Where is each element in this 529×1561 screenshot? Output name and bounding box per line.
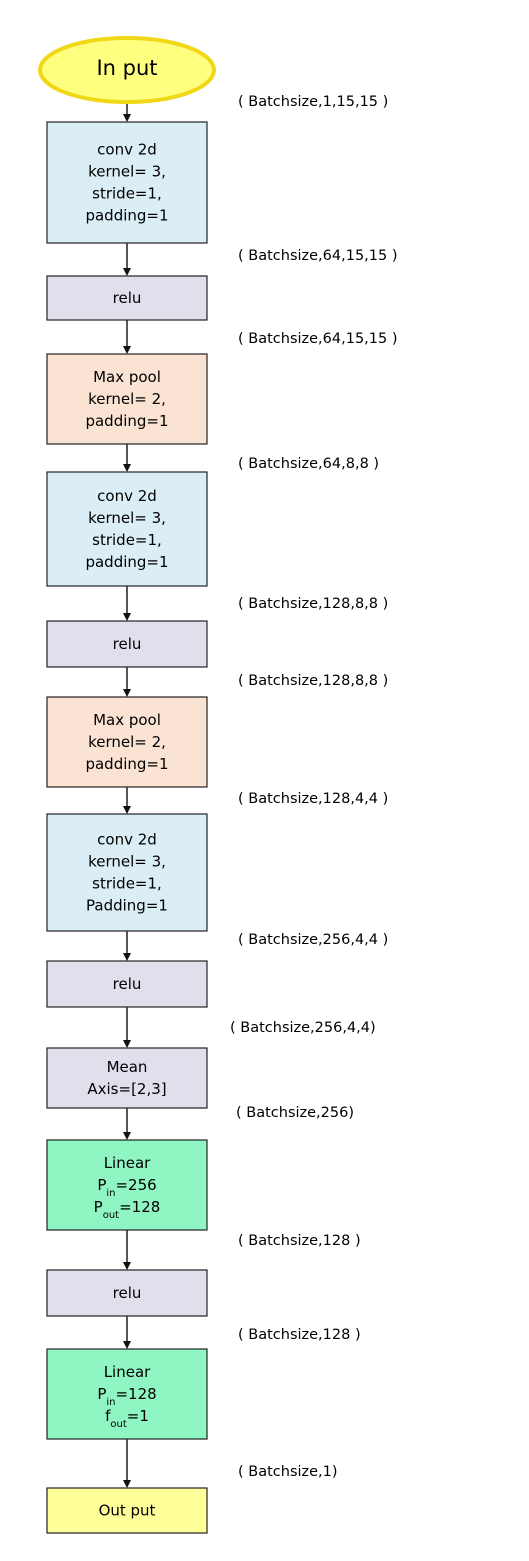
conv3-label-line: conv 2d (97, 830, 157, 848)
tensor-shape-label: ( Batchsize,128,8,8 ) (238, 596, 388, 612)
pool1-label-line: Max pool (93, 368, 161, 386)
mean-label-line: Axis=[2,3] (87, 1080, 166, 1098)
tensor-shape-label: ( Batchsize,64,15,15 ) (238, 248, 398, 264)
node-relu4: relu (46, 1269, 208, 1317)
relu3-box (46, 960, 208, 1008)
linear1-box (46, 1139, 208, 1231)
conv1-box (46, 121, 208, 244)
conv2-label-line: stride=1, (92, 531, 162, 549)
conv2-label-line: kernel= 3, (88, 509, 166, 527)
relu2-box (46, 620, 208, 668)
node-conv2: conv 2d kernel= 3, stride=1, padding=1 (46, 471, 208, 587)
output-box (46, 1487, 208, 1534)
linear2-box (46, 1348, 208, 1440)
relu1-label-line: relu (113, 289, 142, 307)
pool1-label-line: kernel= 2, (88, 390, 166, 408)
node-relu1: relu (46, 275, 208, 321)
tensor-shape-label: ( Batchsize,256) (236, 1105, 354, 1121)
tensor-shape-label: ( Batchsize,1,15,15 ) (238, 94, 388, 110)
node-output: Out put (46, 1487, 208, 1534)
pool2-label-line: padding=1 (85, 755, 168, 773)
conv1-label-line: conv 2d (97, 140, 157, 158)
linear1-label-line: Pin=256 (97, 1176, 156, 1199)
linear1-label-line: Linear (104, 1154, 151, 1172)
output-label-line: Out put (99, 1501, 156, 1519)
node-pool1: Max pool kernel= 2, padding=1 (46, 353, 208, 445)
linear2-label-line: Linear (104, 1363, 151, 1381)
pool1-label-line: padding=1 (85, 412, 168, 430)
mean-label-line: Mean (107, 1058, 148, 1076)
tensor-shape-label: ( Batchsize,128 ) (238, 1233, 361, 1249)
linear2-label-line: fout=1 (105, 1407, 149, 1430)
relu3-label-line: relu (113, 975, 142, 993)
pool1-box (46, 353, 208, 445)
node-input: In put (38, 36, 216, 104)
node-relu3: relu (46, 960, 208, 1008)
relu4-label-line: relu (113, 1284, 142, 1302)
input-ellipse (38, 36, 216, 104)
node-pool2: Max pool kernel= 2, padding=1 (46, 696, 208, 788)
linear1-label-line: Pout=128 (94, 1198, 161, 1221)
tensor-shape-labels: ( Batchsize,1,15,15 ) ( Batchsize,64,15,1… (230, 94, 398, 1480)
conv3-label-line: stride=1, (92, 874, 162, 892)
node-conv3: conv 2d kernel= 3, stride=1, Padding=1 (46, 813, 208, 932)
conv1-label-line: padding=1 (85, 206, 168, 224)
tensor-shape-label: ( Batchsize,64,15,15 ) (238, 331, 398, 347)
relu2-label-line: relu (113, 635, 142, 653)
conv3-label-line: kernel= 3, (88, 852, 166, 870)
tensor-shape-label: ( Batchsize,128,4,4 ) (238, 791, 388, 807)
linear2-label-line: Pin=128 (97, 1385, 156, 1408)
node-conv1: conv 2d kernel= 3, stride=1, padding=1 (46, 121, 208, 244)
relu4-box (46, 1269, 208, 1317)
conv2-label-line: conv 2d (97, 487, 157, 505)
tensor-shape-label: ( Batchsize,256,4,4 ) (238, 932, 388, 948)
layer-nodes: In put conv 2d kernel= 3, stride=1, padding=… (38, 36, 216, 1534)
tensor-shape-label: ( Batchsize,256,4,4) (230, 1020, 376, 1036)
conv2-label-line: padding=1 (85, 553, 168, 571)
tensor-shape-label: ( Batchsize,1) (238, 1464, 338, 1480)
relu1-box (46, 275, 208, 321)
tensor-shape-label: ( Batchsize,128,8,8 ) (238, 673, 388, 689)
pool2-label-line: kernel= 2, (88, 733, 166, 751)
conv1-label-line: kernel= 3, (88, 162, 166, 180)
conv3-box (46, 813, 208, 932)
pool2-box (46, 696, 208, 788)
conv2-box (46, 471, 208, 587)
node-relu2: relu (46, 620, 208, 668)
pool2-label-line: Max pool (93, 711, 161, 729)
conv3-label-line: Padding=1 (86, 896, 168, 914)
tensor-shape-label: ( Batchsize,64,8,8 ) (238, 456, 379, 472)
input-label-line: In put (96, 56, 157, 80)
tensor-shape-label: ( Batchsize,128 ) (238, 1327, 361, 1343)
mean-box (46, 1047, 208, 1109)
conv1-label-line: stride=1, (92, 184, 162, 202)
